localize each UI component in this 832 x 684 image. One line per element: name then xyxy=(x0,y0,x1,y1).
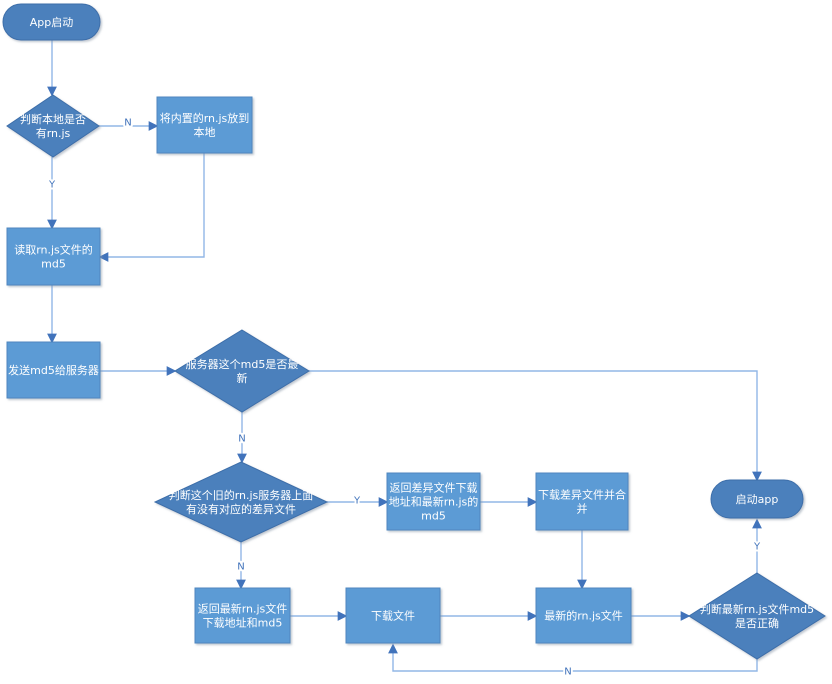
node-label-latest-rnjs-file: 最新的rn.js文件 xyxy=(544,609,623,623)
branch-label-md5-correct-yes-start-app: Y xyxy=(753,542,761,553)
branch-label-diff-no-return-latest: N xyxy=(237,562,244,573)
node-label-check-md5-latest: 服务器这个md5是否最新 xyxy=(186,357,299,385)
connector-md5-correct-no-redownload xyxy=(388,643,758,672)
node-label-send-md5: 发送md5给服务器 xyxy=(8,363,99,377)
node-label-return-latest-info: 返回最新rn.js文件下载地址和md5 xyxy=(198,602,288,630)
node-check-diff-file xyxy=(153,461,329,543)
node-check-local-rnjs xyxy=(6,94,100,158)
branch-label-check-local-yes-read: Y xyxy=(48,180,56,191)
node-check-md5-latest xyxy=(174,329,310,413)
node-label-download-merge-diff: 下载差异文件并合并 xyxy=(538,488,626,516)
node-return-diff-info xyxy=(386,472,481,531)
node-start-app xyxy=(710,479,804,519)
branch-label-latest-no-check-diff: N xyxy=(238,434,245,445)
node-return-latest-info xyxy=(194,587,291,644)
node-label-app-start: App启动 xyxy=(30,16,74,29)
edges-layer xyxy=(47,40,762,672)
node-read-md5 xyxy=(6,227,101,286)
node-label-start-app: 启动app xyxy=(736,493,779,506)
node-put-builtin-rnjs xyxy=(156,96,253,154)
node-label-put-builtin-rnjs: 将内置的rn.js放到本地 xyxy=(160,111,250,139)
node-label-download-file: 下载文件 xyxy=(371,609,415,623)
node-label-check-diff-file: 判断这个旧的rn.js服务器上面有没有对应的差异文件 xyxy=(169,488,314,516)
node-download-file xyxy=(345,587,441,644)
branch-label-diff-yes-return-diff: Y xyxy=(353,496,361,507)
edge-labels-layer: N Y N Y N Y N xyxy=(46,116,763,680)
node-send-md5 xyxy=(6,341,101,399)
node-latest-rnjs-file xyxy=(535,587,632,644)
connector-builtin-to-read xyxy=(98,153,205,262)
connector-latest-yes-start-app xyxy=(309,370,762,482)
node-download-merge-diff xyxy=(535,472,629,531)
node-label-check-local-rnjs: 判断本地是否有rn.js xyxy=(20,112,86,140)
node-check-md5-correct xyxy=(688,572,826,660)
branch-label-check-local-no-builtin: N xyxy=(124,118,131,129)
node-app-start xyxy=(2,3,101,41)
branch-label-md5-correct-no-redownload: N xyxy=(564,667,571,678)
